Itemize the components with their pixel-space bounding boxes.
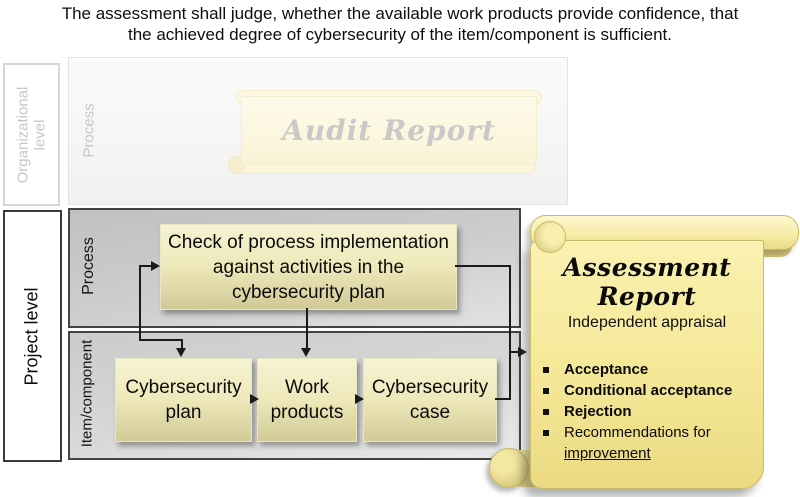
organizational-process-label: Process: [80, 102, 98, 158]
bullet-label: Acceptance: [564, 361, 649, 378]
work-products-label: Work products: [270, 377, 344, 423]
work-products-box: Work products: [257, 358, 357, 442]
arrowhead-into-work-box: [301, 348, 311, 357]
connector-segment: [495, 398, 511, 400]
assessment-scroll-top-curl: [534, 221, 566, 253]
bullet-item-rejection: Rejection: [543, 401, 757, 422]
square-bullet-icon: [543, 409, 549, 415]
caption-line-1: The assessment shall judge, whether the …: [61, 4, 739, 23]
connector-segment: [139, 339, 183, 341]
bullet-label: Recommendations for improvement: [564, 422, 757, 464]
bullet-label: Conditional acceptance: [564, 382, 733, 399]
arrowhead-into-assessment-report: [518, 347, 527, 357]
square-bullet-icon: [543, 367, 549, 373]
check-process-implementation-label: Check of process implementation against …: [168, 231, 449, 303]
bullet-label: Rejection: [564, 403, 632, 420]
square-bullet-icon: [543, 388, 549, 394]
bullet-label-main: Recommendations for: [564, 424, 711, 441]
project-level-label-box: Project level: [3, 210, 62, 462]
connector-segment: [139, 265, 152, 267]
square-bullet-icon: [543, 430, 549, 436]
audit-report-scroll: Audit Report: [241, 96, 537, 164]
cybersecurity-plan-box: Cybersecurity plan: [115, 358, 252, 442]
process-band-label: Process: [80, 237, 98, 295]
connector-segment: [181, 339, 183, 349]
process-band-label-wrap: Process: [68, 208, 110, 324]
audit-report-title: Audit Report: [281, 113, 496, 147]
connector-segment: [455, 265, 511, 267]
assessment-report-scroll: Assessment Report Independent appraisal …: [530, 240, 764, 489]
arrowhead-into-check-box: [151, 261, 160, 271]
arrow-plan-to-work: [250, 394, 259, 404]
connector-segment: [509, 351, 519, 353]
connector-segment: [509, 265, 511, 400]
assessment-bullet-list: Acceptance Conditional acceptance Reject…: [531, 359, 763, 464]
caption-line-2: the achieved degree of cybersecurity of …: [128, 25, 672, 44]
bullet-item-recommendations: Recommendations for improvement: [543, 422, 757, 464]
connector-segment: [306, 308, 308, 349]
check-process-implementation-box: Check of process implementation against …: [160, 224, 457, 310]
arrowhead-into-plan-box: [176, 348, 186, 357]
assessment-scroll-roll-fold: [762, 246, 792, 257]
cybersecurity-plan-label: Cybersecurity plan: [125, 377, 242, 423]
assessment-scroll-bottom-curl: [489, 448, 529, 488]
cybersecurity-case-label: Cybersecurity case: [371, 377, 489, 423]
item-component-band-label: Item/component: [78, 339, 96, 448]
diagram-caption: The assessment shall judge, whether the …: [0, 3, 800, 45]
audit-report-scroll-curl: [228, 157, 245, 174]
bullet-item-acceptance: Acceptance: [543, 359, 757, 380]
bullet-item-conditional-acceptance: Conditional acceptance: [543, 380, 757, 401]
project-level-label: Project level: [22, 286, 43, 386]
cybersecurity-case-box: Cybersecurity case: [363, 358, 497, 442]
bullet-label-underlined: improvement: [564, 445, 651, 462]
organizational-process-band-label-wrap: Process: [68, 57, 110, 203]
assessment-report-title: Assessment Report: [562, 253, 732, 311]
arrow-work-to-case: [355, 394, 364, 404]
assessment-report-subtitle: Independent appraisal: [567, 314, 727, 331]
connector-segment: [139, 265, 141, 341]
organizational-level-label: Organizational level: [14, 86, 49, 183]
item-component-band-label-wrap: Item/component: [68, 331, 106, 456]
organizational-level-label-box: Organizational level: [3, 63, 60, 206]
